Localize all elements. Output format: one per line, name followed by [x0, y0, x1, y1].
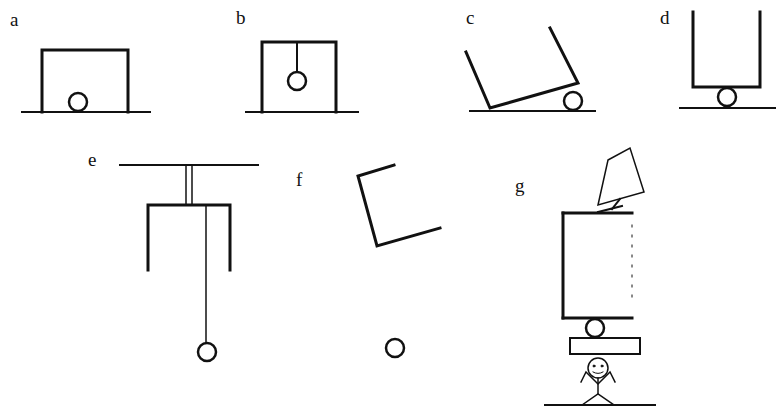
- panel-letter: f: [296, 170, 302, 189]
- panel-letter: c: [466, 8, 474, 27]
- scene-g: [545, 148, 655, 405]
- scene-d: [680, 12, 775, 108]
- scene-f: [358, 165, 440, 357]
- scene-c: [466, 28, 595, 111]
- panel-letter: d: [660, 8, 670, 27]
- panel-letter: b: [236, 8, 246, 27]
- scene-e: [120, 165, 258, 361]
- scene-b: [246, 42, 358, 112]
- scene-a: [22, 50, 150, 112]
- panel-letter: a: [10, 10, 18, 29]
- panel-letter: e: [88, 150, 96, 169]
- panel-letter: g: [515, 176, 525, 195]
